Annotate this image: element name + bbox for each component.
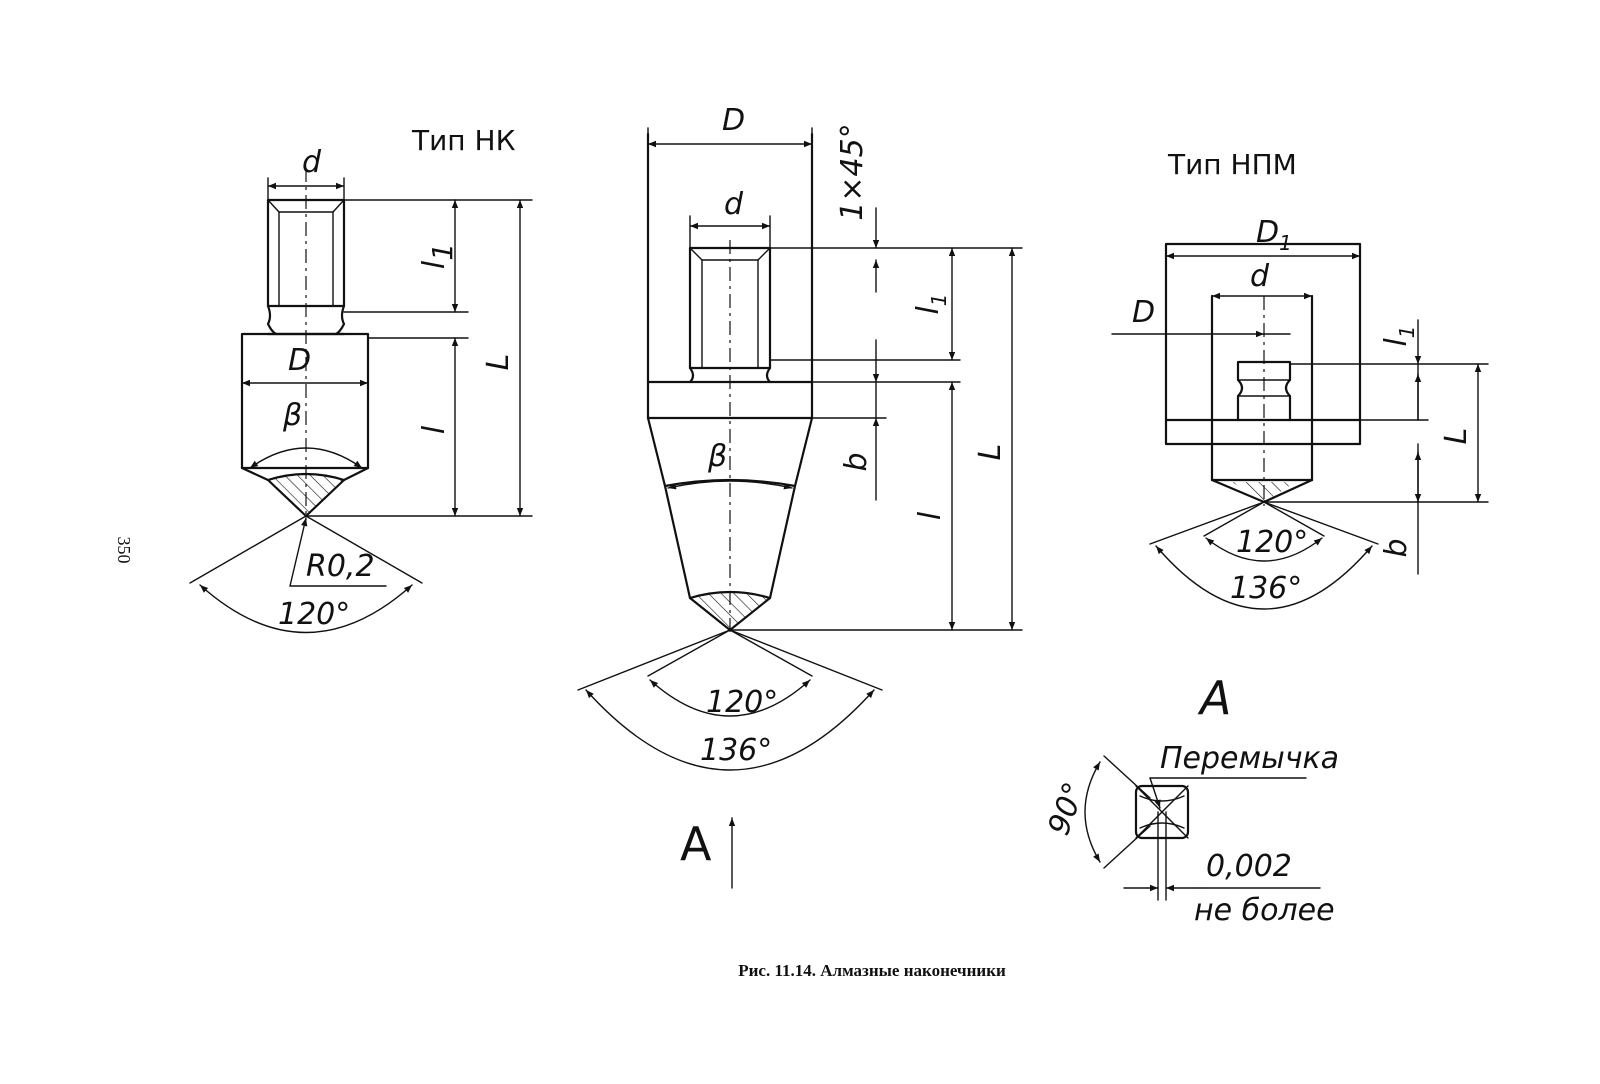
center-D-label: D: [722, 103, 745, 138]
view-a-angle-label: 90°: [1042, 778, 1093, 840]
nk-l1-label: l1: [417, 243, 459, 269]
view-a-bridge-label: Перемычка: [1160, 741, 1339, 776]
center-view-arrow-label: А: [680, 817, 712, 871]
npm-D-label: D: [1132, 295, 1155, 330]
nk-d-label: d: [302, 145, 322, 180]
figure-caption: Рис. 11.14. Алмазные наконечники: [738, 961, 1006, 980]
nk-angle-label: 120°: [278, 597, 350, 632]
page-number: 350: [114, 537, 134, 564]
view-a-tolerance-label: 0,002: [1206, 849, 1292, 884]
center-beta-label: β: [707, 439, 727, 474]
center-d-label: d: [724, 187, 744, 222]
nk-L-label: L: [481, 354, 516, 371]
type-npm-drawing: Тип НПМ D1 d D: [1111, 148, 1489, 610]
nk-radius-label: R0,2: [306, 549, 375, 584]
center-l-label: l: [913, 511, 948, 520]
npm-l1-label: l1: [1379, 325, 1419, 346]
center-L-label: L: [973, 444, 1008, 461]
nk-l-label: l: [417, 425, 452, 434]
npm-d-label: d: [1250, 259, 1270, 294]
center-chamfer-label: 1×45°: [835, 123, 870, 220]
center-b-label: b: [839, 452, 874, 471]
center-angle2-label: 136°: [700, 733, 772, 768]
nk-beta-label: β: [282, 398, 302, 433]
center-l1-label: l1: [911, 293, 951, 314]
npm-L-label: L: [1439, 428, 1474, 445]
view-a-detail: А Перемычка 90° 0,002 не более: [1042, 671, 1340, 928]
center-drawing: D d 1×45° l1 b l L β: [577, 103, 1023, 889]
npm-b-label: b: [1379, 538, 1414, 557]
type-npm-title: Тип НПМ: [1167, 148, 1297, 181]
view-a-label: А: [1197, 671, 1231, 725]
nk-D-label: D: [288, 343, 311, 378]
type-nk-drawing: Тип НК d D β: [189, 124, 533, 634]
npm-angle2-label: 136°: [1230, 571, 1302, 606]
npm-D1-label: D1: [1256, 215, 1292, 255]
type-nk-title: Тип НК: [411, 124, 516, 157]
npm-angle1-label: 120°: [1236, 525, 1308, 560]
view-a-tolerance-note: не более: [1194, 893, 1335, 928]
center-angle1-label: 120°: [706, 685, 778, 720]
